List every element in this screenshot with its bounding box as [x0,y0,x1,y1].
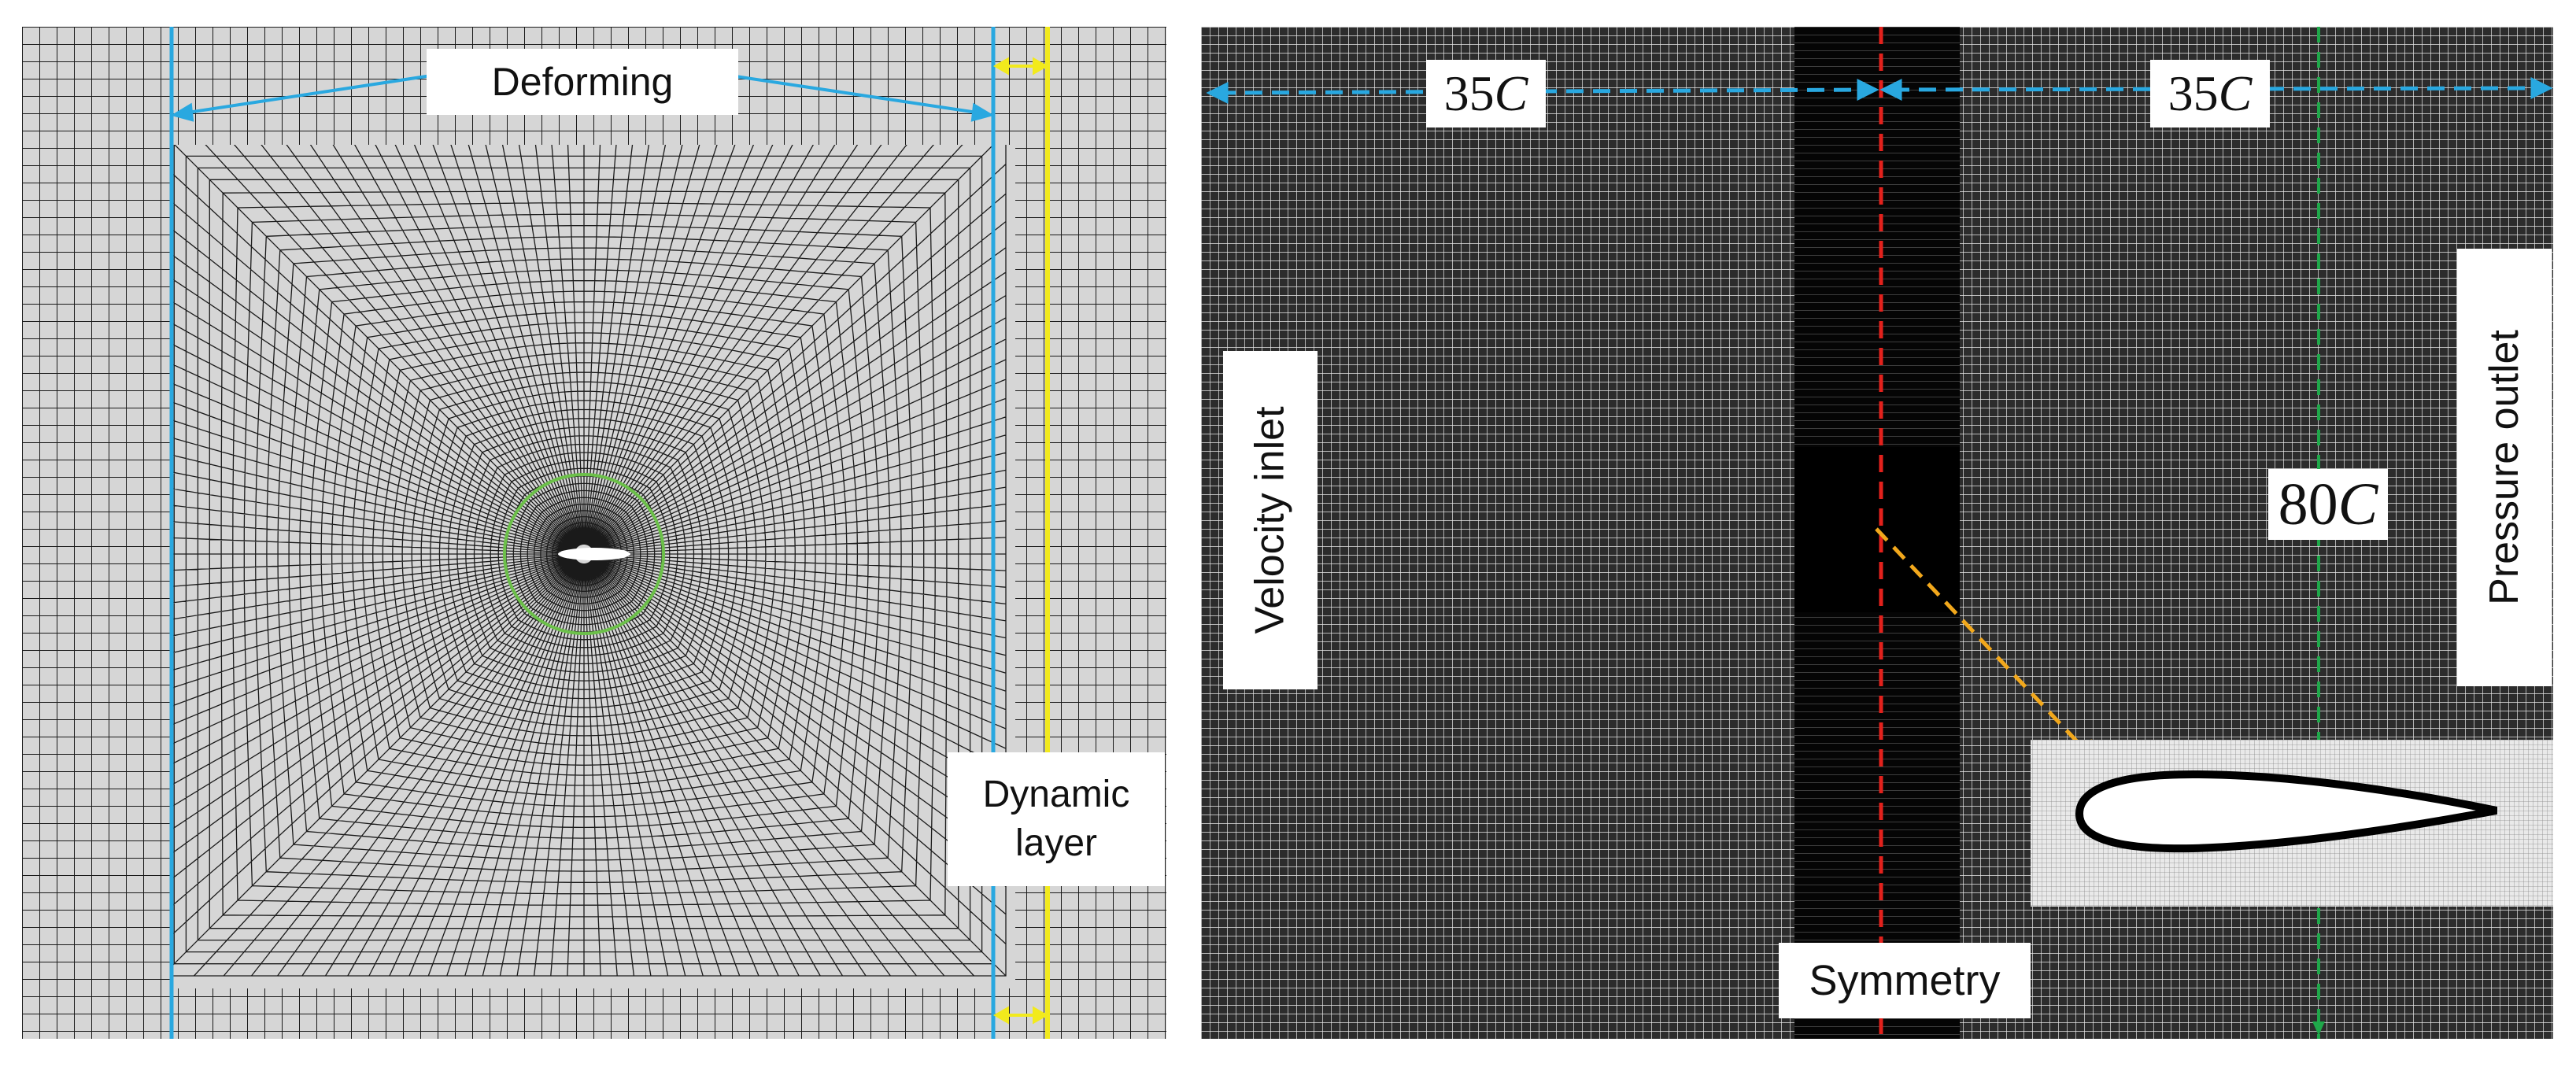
airfoil-left [558,548,630,560]
deforming-label: Deforming [427,49,738,115]
pressure-outlet-box: Pressure outlet [2457,249,2552,686]
airfoil-zoom-inset [2031,740,2553,907]
deforming-arrow-left [170,74,432,122]
velocity-inlet-box: Velocity inlet [1223,351,1318,689]
left-mesh-graphic [22,27,1166,1039]
rotating-interface-circle [503,473,665,635]
velocity-inlet-label: Velocity inlet [1247,406,1294,634]
pressure-outlet-label: Pressure outlet [2482,330,2528,605]
symmetry-label: Symmetry [1779,943,2031,1018]
dynamic-layer-label: Dynamic layer [948,752,1165,886]
dynamic-layer-arrow-top [992,57,1049,76]
vertical-dimension-arrowhead [2312,1021,2325,1036]
left-mesh-panel: Deforming Dynamic layer [22,27,1166,1039]
deforming-arrow-right [730,74,995,122]
airfoil-zoom-shape [2075,770,2498,853]
dynamic-layer-arrow-bottom [992,1006,1049,1025]
